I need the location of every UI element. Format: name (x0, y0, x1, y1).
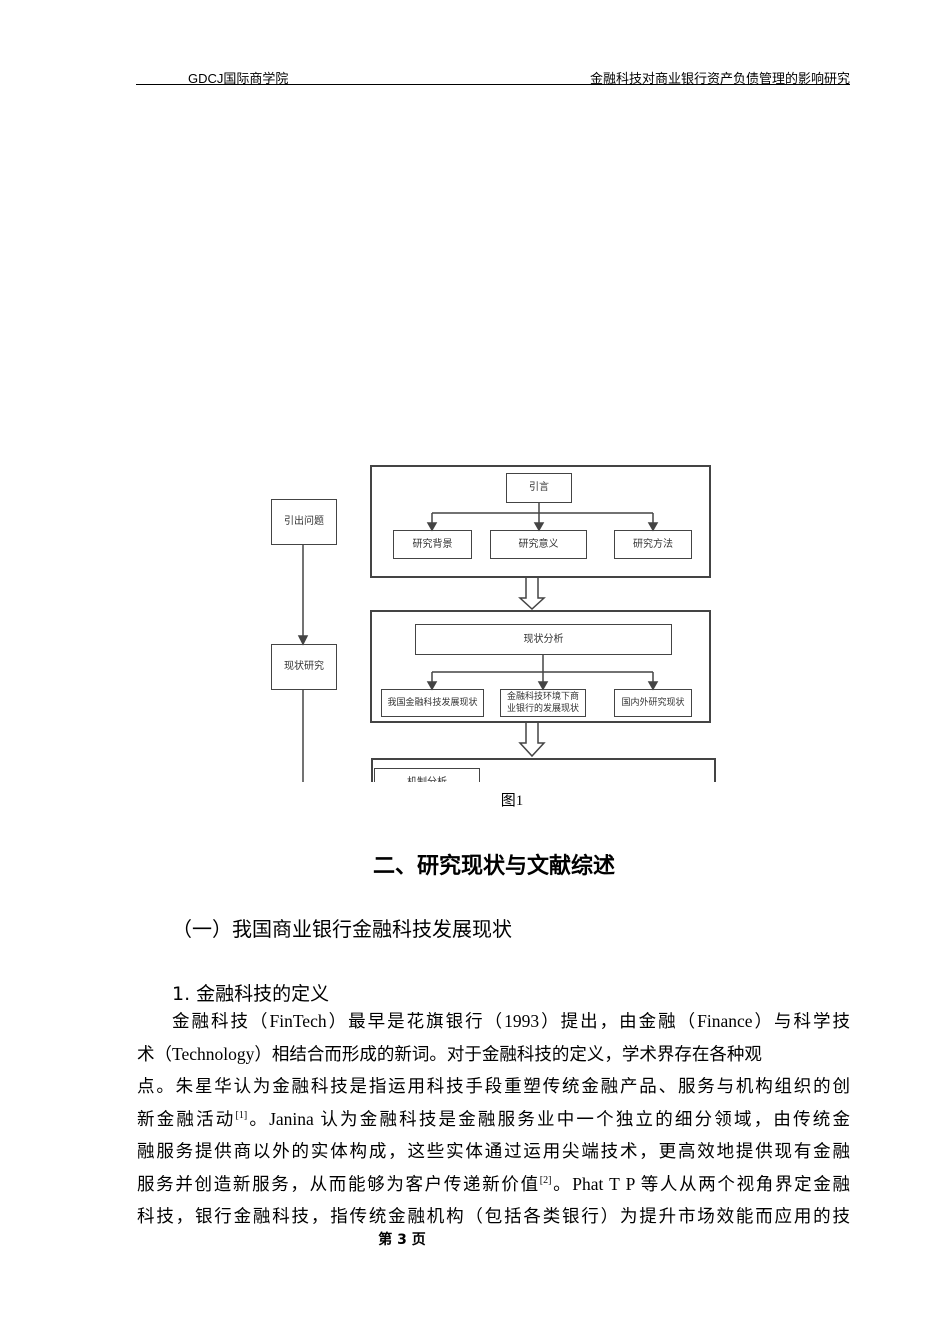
flow-node: 我国金融科技发展现状 (381, 689, 484, 717)
text-run: 科技，银行金融科技，指传统金融机构（包括各类银行）为提升市场效能而应用的技 (137, 1206, 850, 1226)
flow-block-intro (370, 465, 711, 578)
section-title: 二、研究现状与文献综述 (372, 854, 615, 879)
citation-marker: [1] (235, 1109, 248, 1121)
flow-node: 研究方法 (614, 530, 692, 559)
header-left: GDCJ国际商学院 (188, 71, 289, 86)
flow-node-side: 现状研究 (271, 644, 337, 690)
text-line: 术（Technology）相结合而形成的新词。对于金融科技的定义，学术界存在各种… (137, 1039, 850, 1072)
text-run: 。Janina 认为金融科技是金融服务业中一个独立的细分领域，由传统金 (247, 1108, 850, 1129)
flow-node-side: 引出问题 (271, 499, 337, 545)
text-run: 新金融活动 (137, 1108, 236, 1129)
header-rule (136, 84, 850, 85)
text-run: 。Phat T P 等人从两个视角界定金融 (551, 1173, 850, 1194)
flow-node: 机制分析 (374, 768, 480, 782)
text-run: 融服务提供商以外的实体构成，这些实体通过运用尖端技术，更高效地提供现有金融 (137, 1141, 850, 1161)
subsubsection-title: 1. 金融科技的定义 (172, 983, 330, 1005)
page-number: 第 3 页 (378, 1232, 426, 1248)
text-line: 新金融活动[1]。Janina 认为金融科技是金融服务业中一个独立的细分领域，由… (137, 1104, 850, 1137)
subsection-title: （一）我国商业银行金融科技发展现状 (172, 917, 512, 941)
text-run: 术（Technology）相结合而形成的新词。对于金融科技的定义，学术界存在各种… (137, 1043, 762, 1064)
header-right: 金融科技对商业银行资产负债管理的影响研究 (589, 71, 850, 86)
flow-block-mechanism (371, 758, 716, 782)
text-line: 点。朱星华认为金融科技是指运用科技手段重塑传统金融产品、服务与机构组织的创 (137, 1071, 850, 1104)
flow-node: 金融科技环境下商业银行的发展现状 (500, 689, 586, 717)
text-line: 金融科技（FinTech）最早是花旗银行（1993）提出，由金融（Finance… (137, 1006, 850, 1039)
flow-block-status (370, 610, 711, 723)
citation-marker: [2] (539, 1174, 552, 1186)
flow-node: 现状分析 (415, 624, 672, 655)
flow-node: 研究背景 (393, 530, 472, 559)
flow-node: 引言 (506, 473, 572, 503)
text-run: 金融科技（FinTech）最早是花旗银行（1993）提出，由金融（Finance… (172, 1011, 850, 1031)
text-line: 科技，银行金融科技，指传统金融机构（包括各类银行）为提升市场效能而应用的技 (137, 1201, 850, 1234)
flowchart-connectors (297, 502, 659, 782)
text-line: 融服务提供商以外的实体构成，这些实体通过运用尖端技术，更高效地提供现有金融 (137, 1136, 850, 1169)
text-run: 点。朱星华认为金融科技是指运用科技手段重塑传统金融产品、服务与机构组织的创 (137, 1076, 850, 1096)
flowchart-figure: 引出问题 现状研究 引言 研究背景 研究意义 研究方法 现状分析 我国金融科技发… (260, 460, 730, 782)
text-line: 服务并创造新服务，从而能够为客户传递新价值[2]。Phat T P 等人从两个视… (137, 1169, 850, 1202)
figure-caption: 图1 (500, 793, 524, 809)
text-run: 服务并创造新服务，从而能够为客户传递新价值 (137, 1173, 540, 1194)
body-paragraph: 金融科技（FinTech）最早是花旗银行（1993）提出，由金融（Finance… (137, 1006, 850, 1234)
flow-node: 国内外研究现状 (614, 689, 692, 717)
flow-node: 研究意义 (490, 530, 587, 559)
